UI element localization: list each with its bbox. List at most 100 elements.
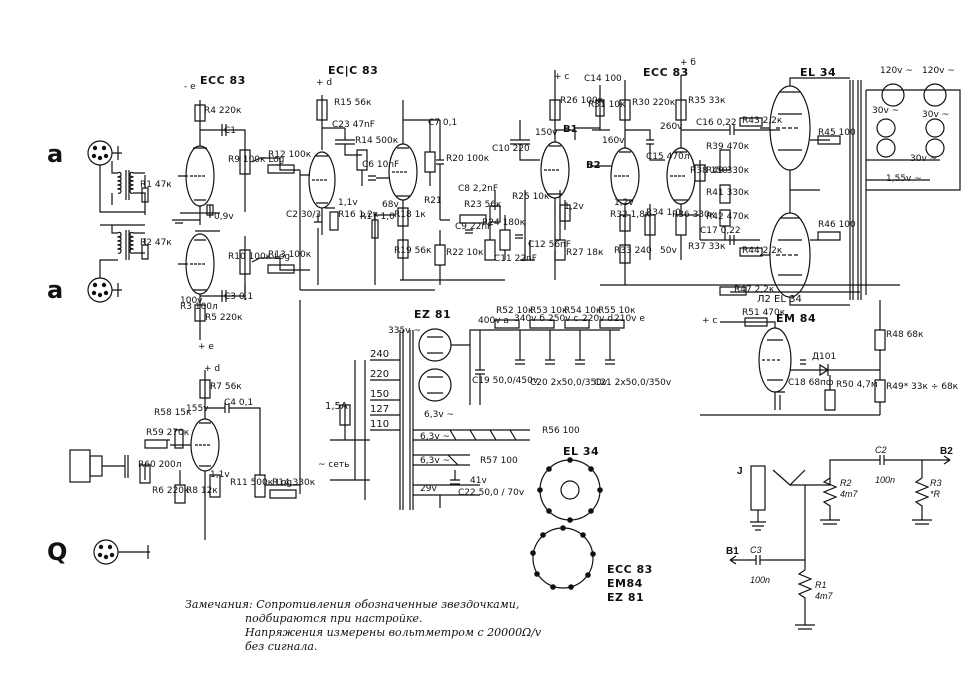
- rectifier-ez81-b: [418, 368, 452, 402]
- inset-c2-value: 100n: [875, 475, 896, 485]
- power-transformer: [399, 330, 414, 510]
- label-r31: R31 10к: [588, 100, 626, 110]
- label-r24: R24 180к: [482, 218, 526, 228]
- label-c9: C9 22nF: [455, 222, 493, 232]
- input-q-label: Q: [47, 538, 68, 566]
- label-r8: R8 12к: [186, 486, 218, 496]
- supply-e: 210v e: [614, 314, 645, 324]
- label-r18: R18 1к: [394, 210, 426, 220]
- label-c3: C3 0,1: [224, 292, 254, 302]
- label-r47: R47 2,2к: [734, 285, 775, 295]
- input-transformer-bottom: [99, 224, 145, 278]
- rail-plus-c2: + c: [702, 316, 718, 326]
- bus-b1-label: B1: [563, 124, 578, 135]
- volume-pots: [239, 145, 300, 300]
- input-resistors: [141, 175, 149, 260]
- label-c15: C15 470л: [646, 152, 690, 162]
- input-a2-label: a: [47, 276, 64, 304]
- output-transformer: [849, 80, 867, 300]
- note-line-1: Замечания: Сопротивления обозначенные зв…: [185, 598, 520, 611]
- voltage-v5: 150v: [535, 128, 558, 138]
- inset-circuit: [729, 455, 951, 630]
- supply-a: 400v a: [478, 316, 509, 326]
- label-c16: C16 0,22: [696, 118, 737, 128]
- voltage-v13: 1,1v: [210, 470, 230, 480]
- voltage-v6: 1,2v: [564, 202, 584, 212]
- inset-r2-value: 4m7: [840, 489, 858, 499]
- note-line-3: Напряжения измерены вольтметром с 20000Ω…: [245, 626, 542, 639]
- label-c12: C12 56nF: [528, 240, 571, 250]
- label-r41: R41 330к: [706, 188, 750, 198]
- out-tap-3: 30v ~: [872, 106, 900, 116]
- phase-splitter-wiring: [592, 75, 900, 286]
- inset-c2-label: C2: [875, 445, 887, 455]
- tube-label-ecc83-a: ECC 83: [200, 74, 246, 87]
- inset-r2-label: R2: [840, 478, 852, 488]
- c10: [510, 120, 540, 161]
- rectifier-ez81-a: [418, 328, 452, 362]
- label-r27: R27 18к: [566, 248, 604, 258]
- heater-4: 6,3v ~: [420, 456, 451, 466]
- rail-plus-c: + c: [554, 72, 570, 82]
- label-r12: R12 100к: [268, 150, 312, 160]
- c23-r14: [335, 128, 390, 186]
- label-d101: Д101: [812, 352, 837, 362]
- label-r43: R43 2,2к: [742, 116, 783, 126]
- input-a1-label: a: [47, 140, 64, 168]
- socket-label-1: ECC 83: [607, 563, 653, 576]
- label-r16: R16 1,2к: [338, 210, 379, 220]
- voltage-v11: 50v: [660, 246, 677, 256]
- note-line-2: подбираются при настройке.: [245, 612, 423, 625]
- inset-r3-label: R3: [930, 478, 942, 488]
- socket-el34-diagram: [537, 457, 603, 523]
- label-r14b: R14 330к: [272, 478, 316, 488]
- label-r19: R19 56к: [394, 246, 432, 256]
- label-c23: C23 47nF: [332, 120, 375, 130]
- din-socket-bottom: [87, 277, 122, 303]
- label-r35: R35 33к: [688, 96, 726, 106]
- input-transformer-top: [99, 161, 146, 215]
- din-socket-mic: [93, 539, 150, 565]
- label-r42: R42 470к: [706, 212, 750, 222]
- label-c4: C4 0,1: [224, 398, 254, 408]
- label-r39: R39 470к: [706, 142, 750, 152]
- voltage-v7: 160v: [602, 136, 625, 146]
- label-r38: R38 150: [690, 166, 728, 176]
- label-c10: C10 220: [492, 144, 530, 154]
- label-r53: R53 10к: [530, 306, 568, 316]
- supply-b: 340v б: [514, 314, 545, 324]
- label-r55: R55 10к: [598, 306, 636, 316]
- tube-l6-top: [185, 145, 215, 207]
- label-r2: R2 47к: [140, 238, 172, 248]
- tap-220: 220: [370, 369, 390, 380]
- label-c7: C7 0,1: [428, 118, 458, 128]
- voltage-v14: 41v: [470, 476, 487, 486]
- tap-127: 127: [370, 404, 390, 415]
- label-fuse: 1,5A: [325, 401, 348, 412]
- label-r50: R50 4,7м: [836, 380, 878, 390]
- voltage-v8: 260v: [660, 122, 683, 132]
- voltage-v4: 1,1v: [338, 198, 358, 208]
- label-c14: C14 100: [584, 74, 622, 84]
- rail-plus-e: + e: [198, 342, 214, 352]
- tone-stack: [400, 190, 566, 285]
- label-c20: C20 2х50,0/350v: [530, 378, 608, 388]
- heater-2: 6,3v ~: [420, 432, 451, 442]
- mains-wiring: [330, 359, 400, 500]
- inset-c3-label: C3: [750, 545, 762, 555]
- tube4-wiring: [549, 70, 576, 280]
- label-r60: R60 200л: [138, 460, 182, 470]
- label-r4: R4 220к: [204, 106, 242, 116]
- speaker-outputs: [866, 89, 961, 191]
- tube2-wiring: [300, 95, 435, 291]
- tube-mic-stage: [190, 418, 220, 472]
- label-r15: R15 56к: [334, 98, 372, 108]
- label-c11: C11 22nF: [494, 254, 537, 264]
- tube-label-el34-b: Л2 EL 34: [757, 294, 802, 305]
- label-r58: R58 15к: [154, 408, 192, 418]
- label-r14: R14 500к: [355, 136, 399, 146]
- winding-label: 335v ~: [388, 326, 421, 336]
- inset-b1-label: B1: [726, 546, 739, 557]
- socket-label-3: EZ 81: [607, 591, 645, 604]
- indicator-tube-l7: [758, 327, 792, 393]
